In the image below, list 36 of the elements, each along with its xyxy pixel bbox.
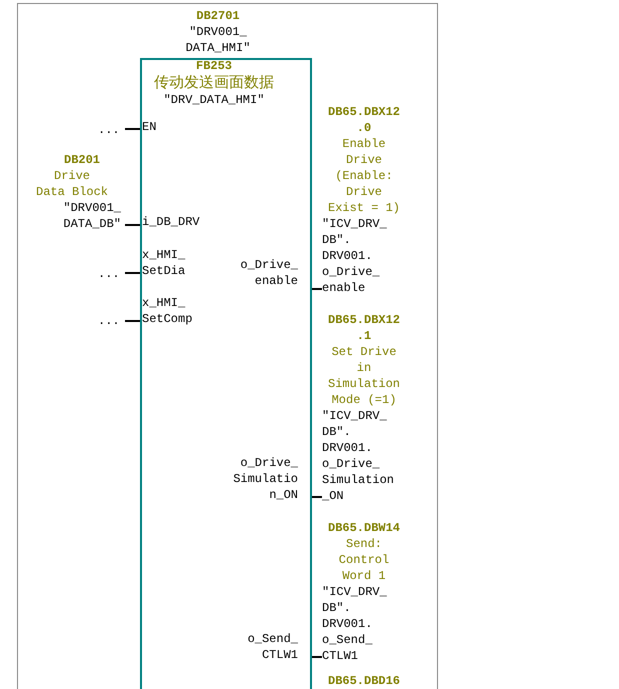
instance-number: DB2701: [196, 8, 240, 24]
operand-text: ...: [98, 266, 125, 282]
operand-comment: Send: Control Word 1: [338, 536, 390, 584]
connection-line: [125, 320, 140, 322]
operand-text: ...: [98, 122, 125, 138]
operand-text: ...: [98, 313, 125, 329]
function-block: [140, 58, 312, 689]
connection-line: [125, 272, 140, 274]
pin-label: x_HMI_ SetDia: [142, 247, 186, 279]
operand-symbol: ″ICV_DRV_ DB″. DRV001. o_Drive_ enable: [322, 216, 387, 296]
address-text: DB65.DBD16: [328, 673, 400, 689]
address-text: DB65.DBX12 .1: [328, 312, 400, 344]
pin-label: o_Drive_ Simulatio n_ON: [233, 455, 298, 503]
address-text: DB65.DBX12 .0: [328, 104, 400, 136]
block-number: FB253: [196, 58, 232, 74]
operand-symbol: ″ICV_DRV_ DB″. DRV001. o_Send_ CTLW1: [322, 584, 387, 664]
pin-label: i_DB_DRV: [142, 214, 200, 230]
connection-line: [312, 656, 322, 658]
instance-symbol: ″DRV001_ DATA_HMI″: [186, 24, 250, 56]
connection-line: [125, 224, 140, 226]
pin-label: x_HMI_ SetComp: [142, 295, 192, 327]
operand-comment: Enable Drive (Enable: Drive Exist = 1): [328, 136, 400, 216]
pin-label: o_Send_ CTLW1: [248, 631, 298, 663]
block-comment: 传动发送画面数据: [154, 74, 274, 90]
block-comment: Drive Data Block: [36, 168, 108, 200]
connection-line: [312, 496, 322, 498]
block-symbol: ″DRV_DATA_HMI″: [164, 92, 264, 108]
pin-label: EN: [142, 119, 156, 135]
operand-symbol: ″DRV001_ DATA_DB″: [63, 200, 121, 232]
block-number: DB201: [64, 152, 100, 168]
operand-symbol: ″ICV_DRV_ DB″. DRV001. o_Drive_ Simulation _ON: [322, 408, 394, 504]
connection-line: [125, 128, 140, 130]
operand-comment: Set Drive in Simulation Mode (=1): [328, 344, 400, 408]
connection-line: [312, 288, 322, 290]
pin-label: o_Drive_ enable: [240, 257, 298, 289]
address-text: DB65.DBW14: [328, 520, 400, 536]
